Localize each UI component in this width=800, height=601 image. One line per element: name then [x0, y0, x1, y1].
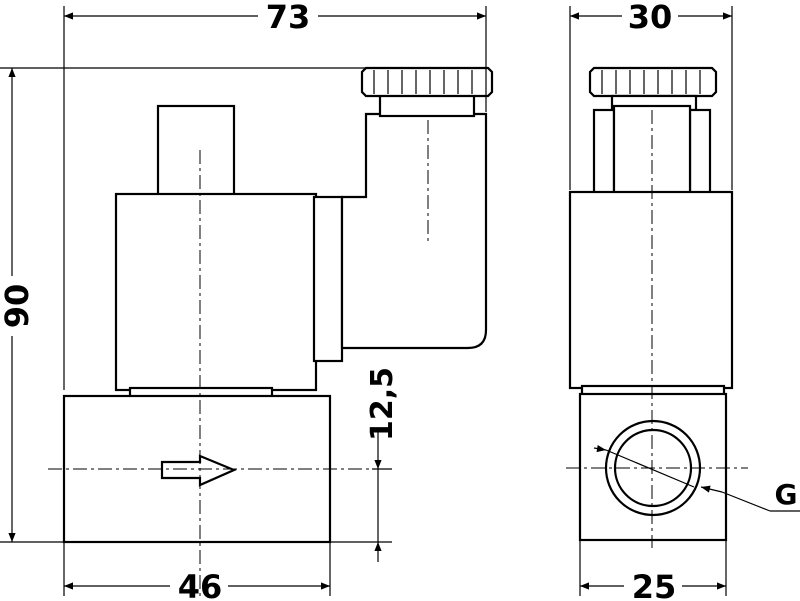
dimension-lines [0, 6, 800, 596]
dim-12-5-label: 12,5 [365, 367, 400, 441]
side-knob [588, 66, 718, 98]
dim-46-label: 46 [178, 568, 223, 601]
knurled-knob [360, 66, 494, 98]
connector-plug [340, 112, 488, 350]
side-connector-left [592, 108, 616, 196]
front-view [48, 66, 494, 598]
dim-30-label: 30 [628, 0, 673, 36]
side-coil [568, 190, 734, 390]
side-knob-knurl [601, 70, 701, 94]
plug-ring [378, 92, 476, 118]
side-view [566, 66, 748, 548]
plunger-tube [156, 104, 236, 198]
port-thread-label: G [775, 478, 798, 511]
coil-housing [114, 192, 318, 392]
dim-90-label: 90 [0, 284, 36, 329]
dim-25-label: 25 [632, 568, 677, 601]
dim-73-label: 73 [266, 0, 311, 36]
knob-knurl [373, 70, 473, 94]
side-connector-right [688, 108, 712, 196]
side-body [578, 392, 728, 542]
connector-plate [312, 195, 344, 363]
